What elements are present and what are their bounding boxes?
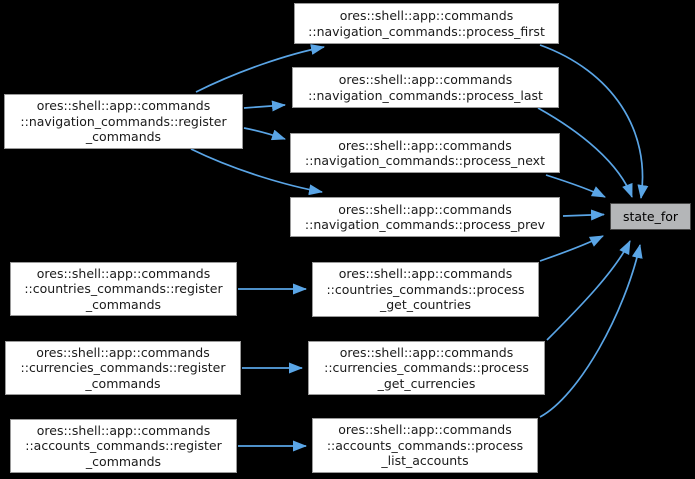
node-label-line: ores::shell::app::commands [36, 422, 211, 438]
node-process-first[interactable]: ores::shell::app::commands ::navigation_… [294, 3, 559, 44]
node-label-line: ::countries_commands::process [326, 281, 525, 297]
node-label-line: ::currencies_commands::process [324, 360, 529, 376]
node-label-line: ores::shell::app::commands [338, 266, 513, 282]
node-label-line: _get_countries [379, 297, 472, 313]
node-label-line: ::accounts_commands::register [25, 438, 222, 454]
node-label-line: ::navigation_commands::process_first [308, 23, 545, 39]
node-label-line: ::navigation_commands::register [20, 113, 227, 129]
edge-process-next-to-state-for [545, 174, 606, 198]
node-label-line: ores::shell::app::commands [36, 98, 211, 114]
node-label-line: ores::shell::app::commands [36, 265, 211, 281]
edge-navigation-register-to-process-next [243, 127, 286, 141]
node-navigation-register-commands[interactable]: ores::shell::app::commands ::navigation_… [4, 94, 243, 149]
node-label-line: ores::shell::app::commands [338, 201, 512, 217]
edge-process-last-to-state-for [537, 107, 633, 198]
node-label-line: ores::shell::app::commands [339, 344, 514, 360]
node-label-line: ores::shell::app::commands [338, 72, 513, 87]
edge-navigation-register-to-process-prev [190, 148, 323, 196]
edge-currencies-process-to-state-for [546, 240, 631, 341]
node-label-line: ores::shell::app::commands [338, 137, 512, 153]
edge-process-first-to-state-for [539, 44, 649, 199]
node-accounts-process-list-accounts[interactable]: ores::shell::app::commands ::accounts_co… [312, 418, 538, 473]
node-currencies-register-commands[interactable]: ores::shell::app::commands ::currencies_… [5, 341, 241, 395]
node-label-line: _list_accounts [381, 453, 469, 469]
edge-process-prev-to-state-for [562, 209, 605, 221]
node-label-line: _commands [85, 375, 161, 391]
edge-accounts-process-to-state-for [539, 244, 643, 418]
node-label-line: ::navigation_commands::process_prev [304, 217, 546, 232]
node-label-line: ::currencies_commands::register [20, 360, 226, 376]
node-label-line: ores::shell::app::commands [36, 344, 210, 360]
node-label-line: ::countries_commands::register [24, 281, 223, 297]
node-label-line: _commands [85, 296, 162, 312]
node-process-last[interactable]: ores::shell::app::commands ::navigation_… [292, 67, 559, 108]
node-currencies-process-get-currencies[interactable]: ores::shell::app::commands ::currencies_… [308, 341, 545, 395]
node-label-line: ores::shell::app::commands [338, 422, 512, 438]
node-label-line: state_for [622, 208, 679, 224]
node-state-for: state_for [610, 203, 691, 230]
node-label-line: _commands [85, 129, 162, 145]
node-label-line: ::accounts_commands::process [326, 437, 524, 453]
node-process-prev[interactable]: ores::shell::app::commands ::navigation_… [290, 197, 560, 237]
node-label-line: _commands [85, 453, 162, 469]
node-countries-register-commands[interactable]: ores::shell::app::commands ::countries_c… [10, 262, 237, 316]
edge-navigation-register-to-process-first [195, 44, 325, 93]
node-accounts-register-commands[interactable]: ores::shell::app::commands ::accounts_co… [10, 419, 237, 473]
node-label-line: _get_currencies [377, 375, 476, 391]
edge-countries-process-to-state-for [539, 235, 604, 262]
node-label-line: ::navigation_commands::process_last [308, 87, 543, 103]
node-process-next[interactable]: ores::shell::app::commands ::navigation_… [290, 133, 560, 173]
node-label-line: ::navigation_commands::process_next [305, 153, 545, 168]
node-countries-process-get-countries[interactable]: ores::shell::app::commands ::countries_c… [312, 262, 539, 317]
edge-navigation-register-to-process-last [243, 100, 286, 112]
node-label-line: ores::shell::app::commands [339, 8, 514, 23]
